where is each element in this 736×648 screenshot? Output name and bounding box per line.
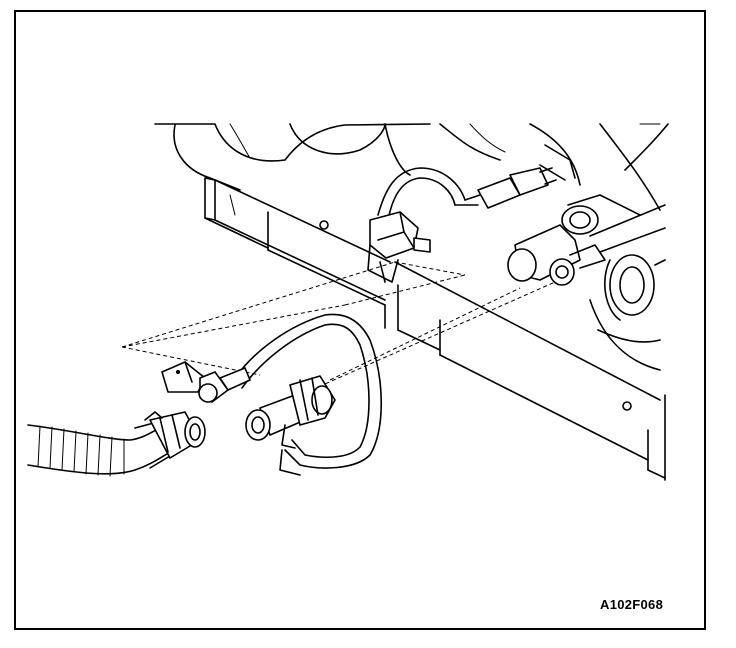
engine-lower-rail [394, 261, 666, 481]
figure-frame [14, 10, 706, 630]
check-valve [245, 375, 336, 449]
vacuum-hose-loop [234, 313, 383, 476]
elbow-fitting [507, 224, 606, 286]
figure-code: A102F068 [600, 597, 664, 612]
vacuum-hose-upper [377, 167, 557, 221]
assembly-guide-lines [121, 261, 556, 396]
vacuum-valve [367, 211, 431, 283]
engine-block-rail [204, 177, 391, 329]
pipe-assembly [539, 144, 666, 321]
intake-manifold [154, 123, 669, 211]
hose-connector [161, 361, 251, 403]
corrugated-breather-hose [27, 411, 206, 477]
